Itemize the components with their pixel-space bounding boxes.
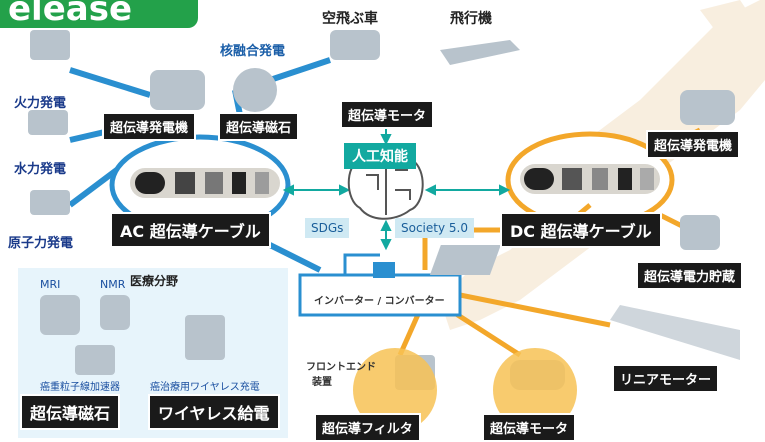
mri-label: MRI	[40, 278, 61, 291]
medical-field-label: 医療分野	[130, 274, 179, 288]
sc-magnet-tag-medical: 超伝導磁石	[20, 394, 121, 430]
linear-motor-tag: リニアモーター	[612, 364, 720, 393]
wireless-power-tag: ワイヤレス給電	[148, 394, 280, 430]
ac-cable-icon	[130, 168, 280, 198]
sc-generator-tag-right: 超伝導発電機	[646, 130, 741, 159]
wireless-cancer-label: 癌治療用ワイヤレス充電	[150, 382, 260, 393]
airplane-label: 飛行機	[450, 11, 492, 27]
sc-motor-tag-top: 超伝導モータ	[340, 100, 435, 129]
nmr-label: NMR	[100, 278, 126, 291]
ai-label: 人工知能	[344, 143, 416, 169]
sc-storage-tag: 超伝導電力貯蔵	[636, 261, 744, 290]
ac-cable-tag: AC 超伝導ケーブル	[110, 212, 271, 248]
frontend-device-label: 装置	[312, 377, 332, 388]
heavy-particle-label: 癌重粒子線加速器	[40, 382, 120, 393]
release-badge: elease	[0, 0, 198, 28]
motor-bg-circle	[493, 348, 577, 432]
flying-car-label: 空飛ぶ車	[322, 11, 378, 27]
sc-magnet-tag-left: 超伝導磁石	[218, 112, 300, 141]
filter-bg-circle	[353, 348, 437, 432]
society-label: Society 5.0	[395, 218, 474, 238]
inverter-connectors	[298, 253, 462, 317]
sdgs-label: SDGs	[305, 218, 350, 238]
nuclear-power-label: 原子力発電	[8, 236, 74, 251]
sc-motor-tag-bottom: 超伝導モータ	[482, 413, 577, 442]
equipment-icons	[28, 30, 740, 390]
thermal-power-label: 火力発電	[14, 96, 67, 111]
frontend-label: フロントエンド	[306, 362, 376, 373]
dc-cable-icon	[520, 164, 660, 194]
fusion-power-label: 核融合発電	[220, 44, 286, 59]
inverter-label: インバーター / コンバーター	[314, 296, 445, 307]
hydro-power-label: 水力発電	[14, 162, 67, 177]
inverter-chip-icon	[373, 262, 395, 278]
dc-cable-tag: DC 超伝導ケーブル	[500, 212, 662, 248]
sc-generator-tag-left: 超伝導発電機	[102, 112, 197, 141]
sc-filter-tag: 超伝導フィルタ	[314, 413, 421, 442]
